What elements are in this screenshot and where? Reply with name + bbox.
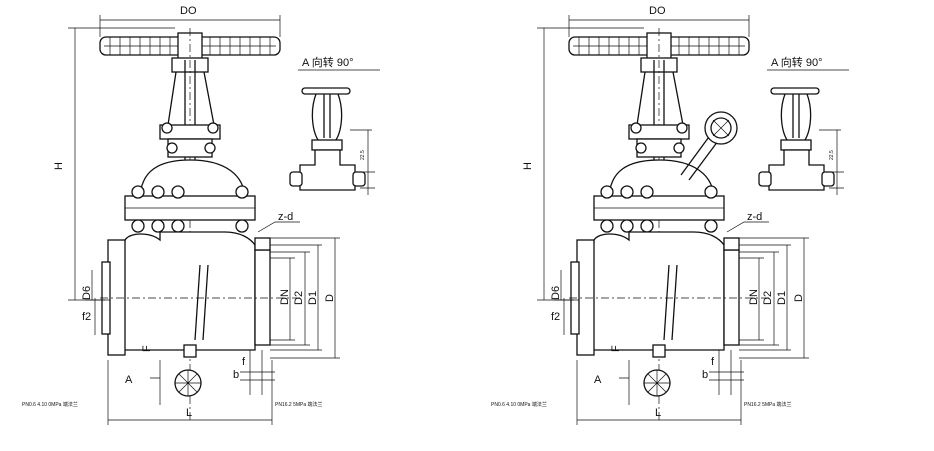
label-D2: D2 [293,291,305,305]
note-right: PN16.2 5MPa 端法兰 [275,401,323,408]
label-D1: D1 [776,291,788,305]
label-D6: D6 [81,286,93,300]
bonnet [124,159,256,233]
note-right: PN16.2 5MPa 端法兰 [744,401,792,408]
label-H: H [53,162,65,170]
label-22-5: 22.5 [360,150,366,160]
label-A: A [125,374,133,386]
note-left: PN0.6 4.10 0MPa 端法兰 [22,401,78,408]
label-F: F [610,345,622,352]
label-f: f [242,356,246,368]
gate-valve-drawing-2: DO H D6 f2 F A L z-d DN D2 D1 D f b PN0.… [491,5,849,425]
note-left: PN0.6 4.10 0MPa 端法兰 [491,401,547,408]
label-f2: f2 [551,311,560,323]
label-DN: DN [279,289,291,305]
yoke-and-stem [159,28,221,420]
dimension-lines [68,15,340,425]
label-zd: z-d [747,211,762,223]
label-L: L [655,407,661,419]
label-D2: D2 [762,291,774,305]
label-D1: D1 [307,291,319,305]
label-D: D [793,294,805,302]
label-D: D [324,294,336,302]
valve-body [100,231,300,397]
inset-title: A 向转 90° [302,55,353,69]
dimension-lines [537,15,809,425]
label-D0: DO [649,5,666,17]
label-D0: DO [180,5,197,17]
label-D6: D6 [550,286,562,300]
bypass-handwheel [680,111,738,181]
label-H: H [522,162,534,170]
label-f: f [711,356,715,368]
dimension-labels: DO H D6 f2 F A L z-d DN D2 D1 D f b PN0.… [22,5,336,419]
gate-valve-drawing-1: DO H D6 f2 F A L z-d DN D2 D1 D f b PN0.… [22,5,380,425]
label-f2: f2 [82,311,91,323]
inset-view-A: A 向转 90° 22.5 [289,55,380,195]
label-b: b [233,369,239,381]
valve-body [569,231,769,397]
bonnet [593,159,725,233]
label-DN: DN [748,289,760,305]
label-22-5: 22.5 [829,150,835,160]
label-F: F [141,345,153,352]
label-L: L [186,407,192,419]
inset-title: A 向转 90° [771,55,822,69]
label-b: b [702,369,708,381]
dimension-labels: DO H D6 f2 F A L z-d DN D2 D1 D f b PN0.… [491,5,805,419]
label-A: A [594,374,602,386]
yoke-and-stem [628,28,690,420]
label-zd: z-d [278,211,293,223]
inset-view-A: A 向转 90° 22.5 [758,55,849,195]
